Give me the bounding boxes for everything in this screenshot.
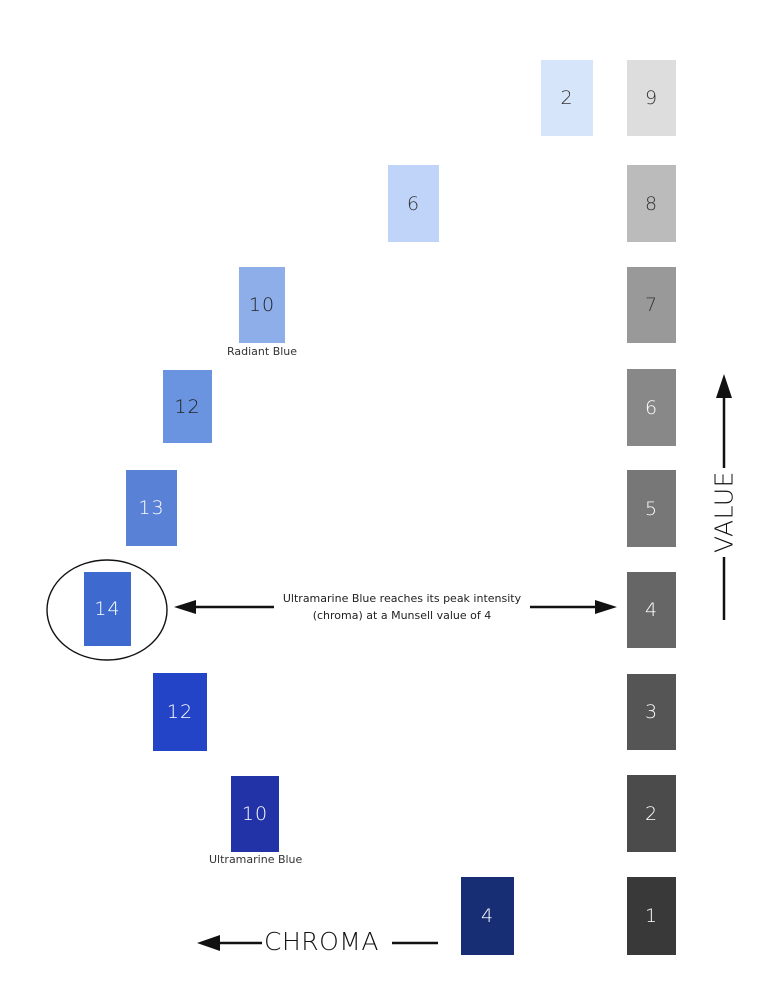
value-label: 9 [644,87,659,109]
chroma-label: 14 [94,598,121,620]
value-label: 4 [644,599,659,621]
chroma-label: 12 [174,395,201,418]
chroma-label: 10 [241,803,269,825]
value-label: 3 [644,701,659,723]
chroma-label: 12 [166,701,194,723]
blue-swatch-value-9: 2 [541,60,593,136]
blue-swatch-value-7: 10 [239,267,285,343]
gray-swatch-1: 1 [627,877,676,955]
gray-swatch-9: 9 [627,60,676,136]
annotation-arrow-right-head [595,600,617,614]
ultramarine-blue-caption: Ultramarine Blue [209,853,303,866]
value-axis-label: VALUE [709,471,739,553]
annotation-line-1: Ultramarine Blue reaches its peak intens… [282,592,522,605]
value-axis-arrowhead [716,374,732,398]
value-label: 2 [644,802,659,825]
chroma-axis-label: CHROMA [264,927,379,956]
blue-swatch-value-8: 6 [388,165,439,242]
chroma-label: 10 [248,294,276,316]
chroma-label: 4 [480,905,495,927]
annotation-arrow-left-head [174,600,196,614]
annotation-line-2: (chroma) at a Munsell value of 4 [312,609,492,622]
value-label: 1 [644,905,659,927]
value-label: 8 [644,192,659,215]
gray-swatch-3: 3 [627,674,676,750]
chroma-label: 6 [406,192,421,215]
value-label: 5 [644,497,659,520]
blue-swatch-value-6: 12 [163,370,212,443]
chroma-axis-arrowhead [197,935,220,951]
gray-swatch-5: 5 [627,470,676,547]
blue-swatch-value-1: 4 [461,877,514,955]
blue-swatch-value-5: 13 [126,470,177,546]
value-label: 6 [644,396,659,419]
radiant-blue-caption: Radiant Blue [227,345,298,358]
gray-swatch-8: 8 [627,165,676,242]
value-label: 7 [644,294,659,316]
gray-swatch-4: 4 [627,572,676,648]
blue-swatch-value-3: 12 [153,673,207,751]
gray-swatch-2: 2 [627,775,676,852]
gray-swatch-7: 7 [627,267,676,343]
chroma-label: 13 [138,497,165,519]
peak-chroma-annotation: Ultramarine Blue reaches its peak intens… [268,590,536,624]
peak-highlight-circle [46,559,168,661]
blue-swatch-value-4: 14 [84,572,131,646]
blue-swatch-value-2: 10 [231,776,279,852]
chroma-label: 2 [560,87,574,109]
gray-swatch-6: 6 [627,369,676,446]
